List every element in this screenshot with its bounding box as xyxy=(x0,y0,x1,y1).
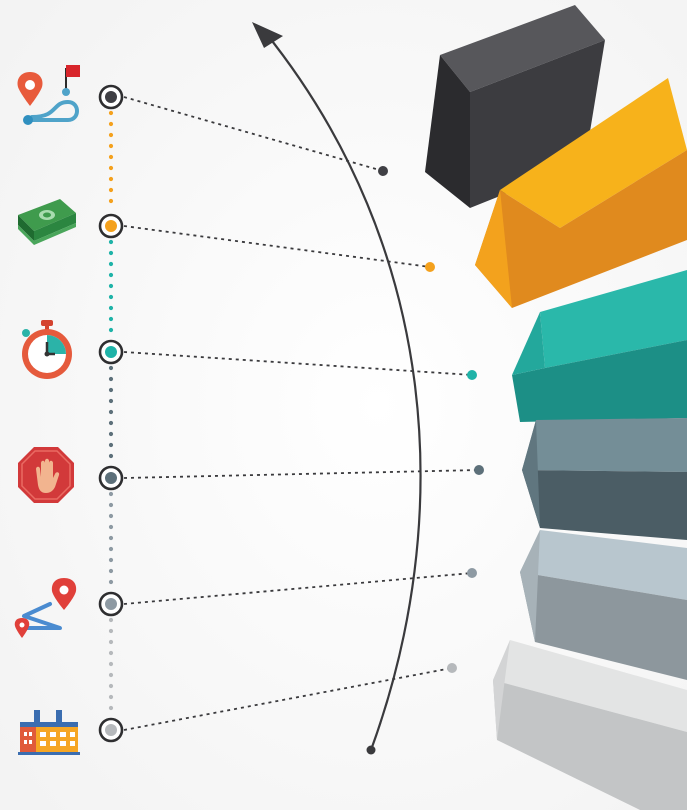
block-5 xyxy=(520,530,687,680)
spine-dot xyxy=(108,327,114,333)
spine-dot xyxy=(108,579,114,585)
spine-dot xyxy=(108,387,114,393)
connector-1 xyxy=(123,96,384,172)
end-dot-1 xyxy=(378,166,388,176)
spine-dot xyxy=(108,650,114,656)
block-1-top xyxy=(440,5,605,92)
spine-dot xyxy=(108,239,114,245)
block-6 xyxy=(493,640,687,810)
stacked-blocks xyxy=(425,5,687,810)
spine-dot xyxy=(108,535,114,541)
spine-dot xyxy=(108,683,114,689)
connector-2 xyxy=(123,225,431,268)
block-4-front xyxy=(522,470,687,540)
spine-dot xyxy=(108,491,114,497)
connector-end-dots xyxy=(378,166,484,673)
spine-dot xyxy=(108,705,114,711)
spine-dot xyxy=(108,420,114,426)
spine-dot xyxy=(108,132,114,138)
spine-dot xyxy=(108,502,114,508)
step-node-3 xyxy=(98,339,124,365)
step-nodes xyxy=(98,84,124,743)
spine-dot xyxy=(108,283,114,289)
spine-dot xyxy=(108,661,114,667)
end-dot-6 xyxy=(447,663,457,673)
spine-dot xyxy=(108,409,114,415)
spine-dot xyxy=(108,639,114,645)
spine-dot xyxy=(108,143,114,149)
block-6-front xyxy=(493,680,687,810)
block-6-side xyxy=(493,640,510,740)
spine-dot xyxy=(108,568,114,574)
end-dot-5 xyxy=(467,568,477,578)
block-1-front xyxy=(425,55,470,208)
block-5-side xyxy=(520,530,540,642)
connector-5 xyxy=(123,572,473,605)
spine-dot xyxy=(108,176,114,182)
step-node-1 xyxy=(98,84,124,110)
stop-hand-icon xyxy=(18,447,74,503)
curved-arrow-shaft xyxy=(264,31,422,751)
block-3-side xyxy=(512,312,545,375)
block-4-top xyxy=(522,418,687,472)
connector-3 xyxy=(123,351,473,376)
arrow-tail-dot xyxy=(366,745,376,755)
spine-dot xyxy=(108,261,114,267)
spine-dot xyxy=(108,442,114,448)
spine-dot xyxy=(108,513,114,519)
spine-dot xyxy=(108,398,114,404)
block-4-side xyxy=(522,420,540,528)
spine-dot xyxy=(108,453,114,459)
end-dot-2 xyxy=(425,262,435,272)
end-dot-4 xyxy=(474,465,484,475)
spine-dot xyxy=(108,154,114,160)
spine-dot xyxy=(108,110,114,116)
spine-dot xyxy=(108,694,114,700)
spine-dot xyxy=(108,165,114,171)
arrow-head-icon xyxy=(252,22,283,48)
spine-dot xyxy=(108,305,114,311)
block-2-front xyxy=(475,150,687,308)
factory-icon xyxy=(18,710,80,755)
block-3-front xyxy=(512,340,687,422)
vertical-dotted-spine xyxy=(108,110,114,711)
spine-dot xyxy=(108,557,114,563)
step-node-2 xyxy=(98,213,124,239)
spine-dot xyxy=(108,546,114,552)
block-2-top xyxy=(500,78,687,228)
spine-dot xyxy=(108,628,114,634)
spine-dot xyxy=(108,365,114,371)
block-5-front xyxy=(520,572,687,680)
spine-dot xyxy=(108,121,114,127)
money-stack-icon xyxy=(18,199,76,245)
block-5-top xyxy=(520,530,687,600)
step-node-6 xyxy=(98,717,124,743)
step-node-4 xyxy=(98,465,124,491)
spine-dot xyxy=(108,376,114,382)
spine-dot xyxy=(108,250,114,256)
spine-dot xyxy=(108,672,114,678)
spine-dot xyxy=(108,187,114,193)
block-3 xyxy=(512,270,687,422)
spine-dot xyxy=(108,431,114,437)
spine-dot xyxy=(108,524,114,530)
block-4 xyxy=(522,418,687,540)
block-6-top xyxy=(493,640,687,732)
step-node-5 xyxy=(98,591,124,617)
block-2-side xyxy=(475,190,512,308)
spine-dot xyxy=(108,198,114,204)
spine-dot xyxy=(108,316,114,322)
route-path-icon xyxy=(14,578,77,638)
spine-dot xyxy=(108,617,114,623)
route-pin-flag-icon xyxy=(17,65,80,125)
stopwatch-icon xyxy=(22,320,72,379)
spine-dot xyxy=(108,294,114,300)
block-2 xyxy=(475,78,687,308)
end-dot-3 xyxy=(467,370,477,380)
block-3-top xyxy=(540,270,687,368)
curved-arrow xyxy=(252,22,422,755)
spine-dot xyxy=(108,272,114,278)
